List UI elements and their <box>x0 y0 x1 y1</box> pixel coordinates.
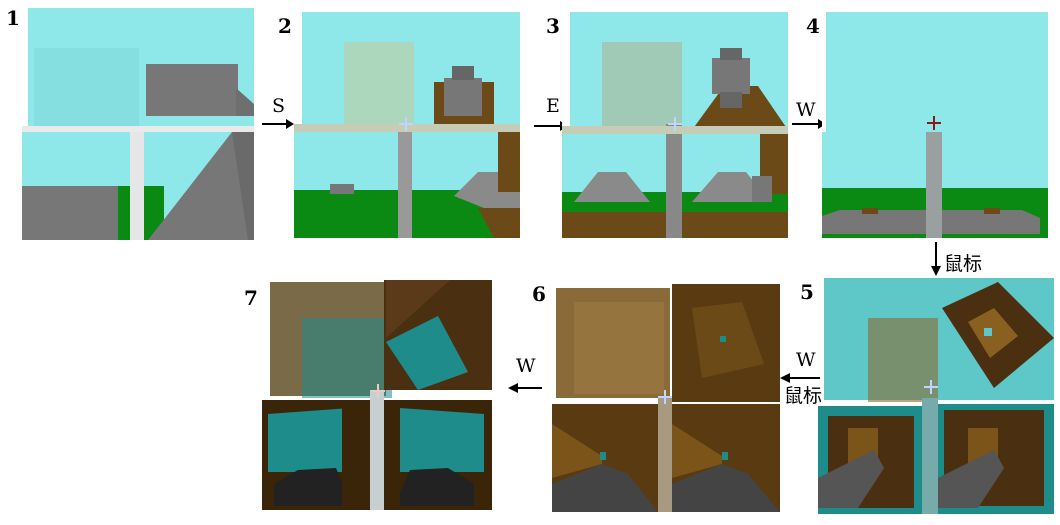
mouse-label-1: 鼠标 <box>944 253 983 275</box>
crosshair-icon <box>371 384 385 398</box>
step-7-scene <box>262 278 492 510</box>
mouse-label-2: 鼠标 <box>784 385 823 407</box>
step-3-view <box>562 12 788 238</box>
w-key-label-1: W <box>796 99 816 121</box>
step-2-number: 2 <box>278 14 292 38</box>
step-4-number: 4 <box>806 14 820 38</box>
crosshair-icon <box>668 117 682 131</box>
crosshair-icon <box>924 380 938 394</box>
step-5-view <box>818 278 1054 514</box>
s-key-label: S <box>272 95 286 117</box>
step-1-scene <box>22 8 254 240</box>
step-1-number: 1 <box>6 6 20 30</box>
crosshair-icon <box>927 116 941 130</box>
crosshair-icon <box>399 117 413 131</box>
step-5-scene <box>818 278 1054 514</box>
step-4-view <box>822 12 1048 238</box>
step-6-scene <box>552 284 780 512</box>
arrow-right-icon <box>262 118 294 130</box>
arrow-right-icon <box>792 118 826 130</box>
step-7-number: 7 <box>244 286 258 310</box>
w-key-label-2: W <box>796 349 816 371</box>
step-7-view <box>262 278 492 510</box>
arrow-left-icon <box>508 382 542 394</box>
step-1-view <box>22 8 254 240</box>
step-2-view <box>294 12 520 238</box>
step-6-number: 6 <box>532 282 546 306</box>
w-key-label-3: W <box>516 355 536 377</box>
crosshair-icon <box>658 390 672 404</box>
e-key-label: E <box>546 95 560 117</box>
arrow-left-icon <box>780 372 820 384</box>
step-5-number: 5 <box>800 280 814 304</box>
step-6-view <box>552 284 780 512</box>
arrow-down-icon <box>930 242 942 276</box>
step-3-number: 3 <box>546 14 560 38</box>
